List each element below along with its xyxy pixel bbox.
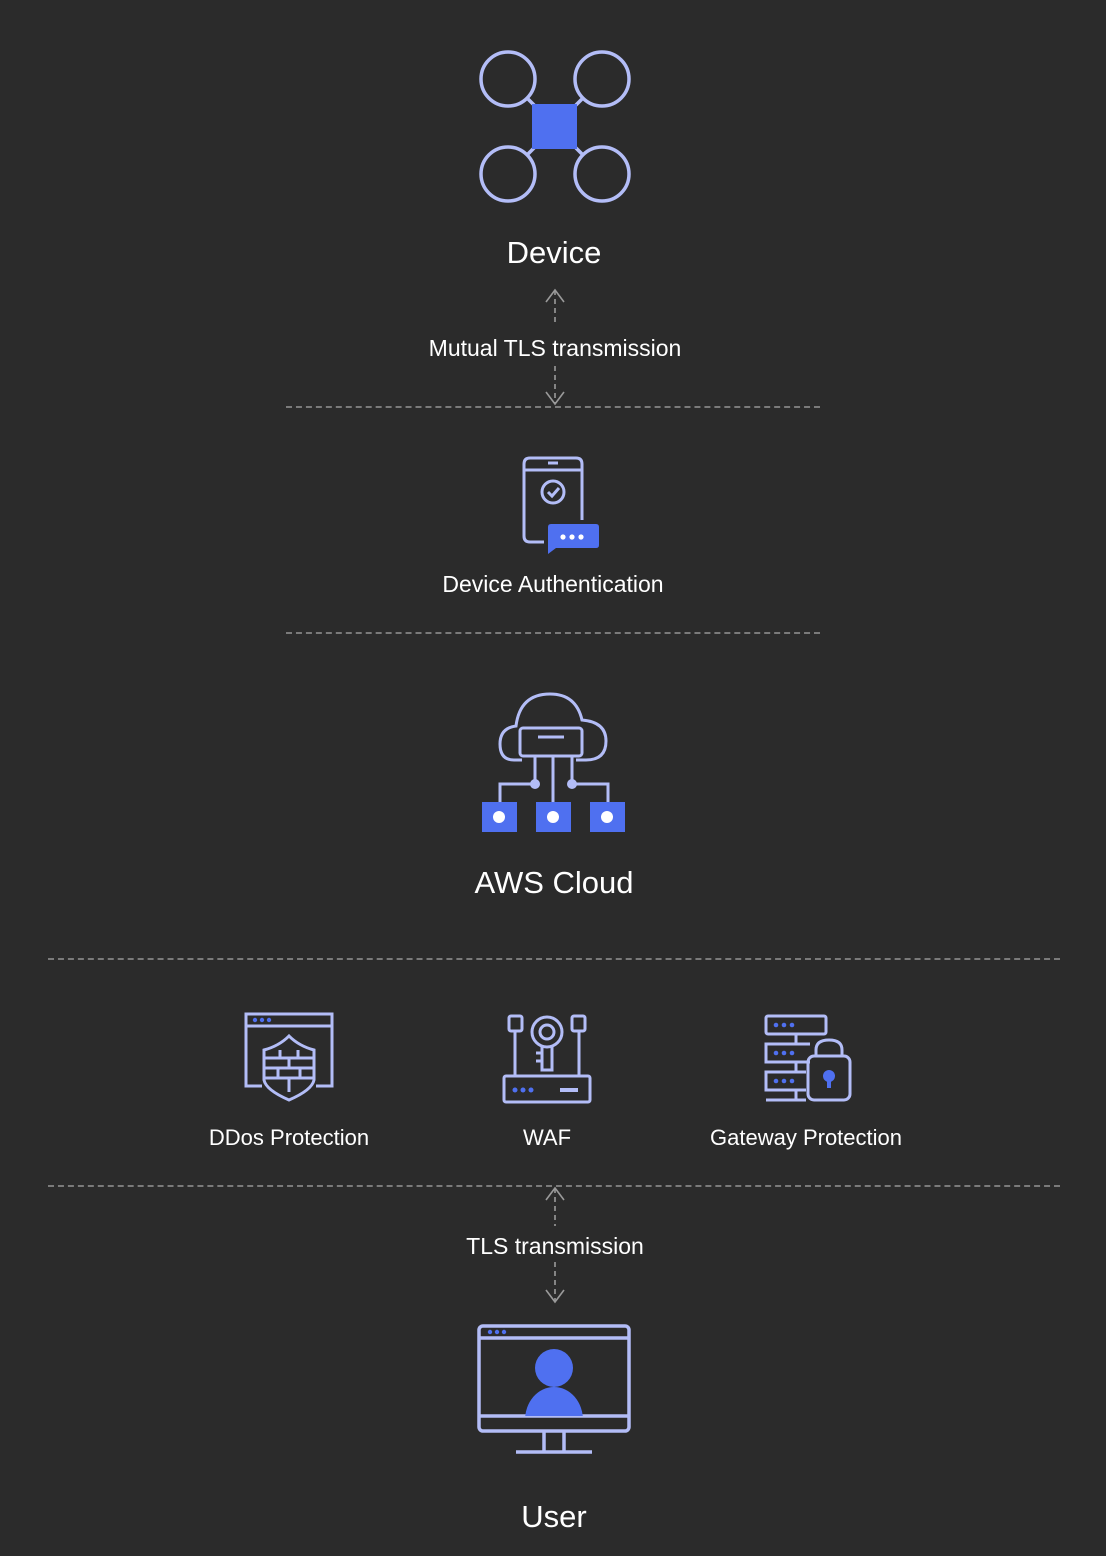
phone-verified-chat-icon (522, 456, 599, 554)
drone-icon (479, 50, 631, 203)
key-router-icon (502, 1014, 592, 1104)
waf-label: WAF (522, 1125, 572, 1150)
device-auth-label: Device Authentication (442, 571, 664, 597)
bidirectional-arrow-icon (545, 1186, 565, 1304)
divider-cloud (48, 958, 1060, 960)
user-label: User (521, 1499, 587, 1534)
device-label: Device (506, 235, 602, 270)
divider-protection (48, 1185, 1060, 1187)
aws-cloud-label: AWS Cloud (474, 865, 634, 900)
tls-label: TLS transmission (466, 1233, 644, 1259)
divider-auth (286, 632, 820, 634)
gateway-protection-label: Gateway Protection (710, 1125, 902, 1150)
server-lock-icon (764, 1014, 852, 1102)
cloud-network-icon (482, 692, 625, 832)
monitor-user-icon (477, 1324, 631, 1454)
ddos-protection-label: DDos Protection (208, 1125, 370, 1150)
divider-top (286, 406, 820, 408)
shield-firewall-icon (244, 1012, 334, 1102)
bidirectional-arrow-icon (545, 288, 565, 406)
mutual-tls-label: Mutual TLS transmission (428, 335, 682, 361)
